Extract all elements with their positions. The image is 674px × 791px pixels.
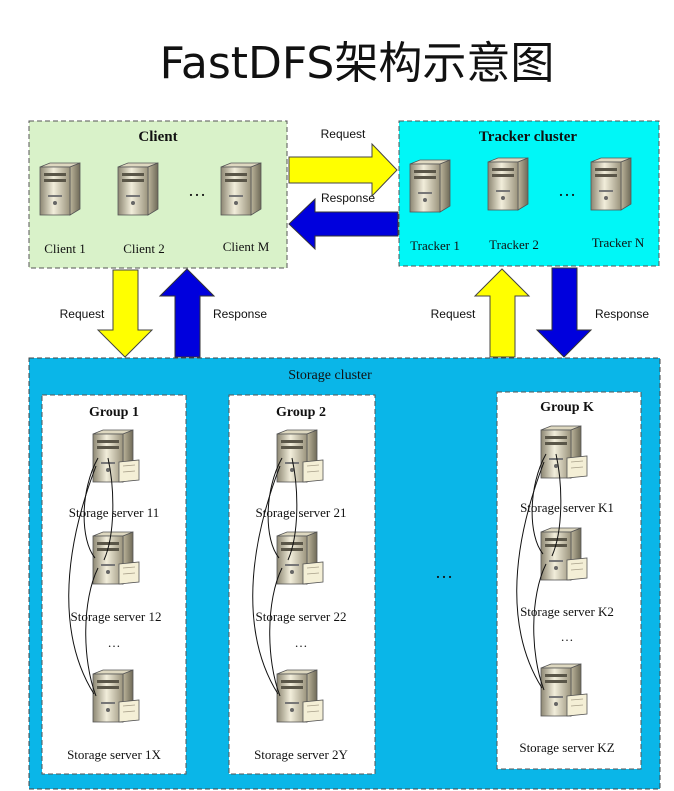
request-arrow-client-to-tracker — [288, 142, 398, 198]
tracker-node-n: Tracker N — [590, 157, 645, 250]
storage-server-label: Storage server 1X — [67, 747, 161, 762]
client-node-label: Client M — [223, 239, 270, 254]
storage-server-label: Storage server 12 — [71, 609, 162, 624]
server-ellipsis: … — [561, 629, 574, 644]
server-icon — [117, 162, 159, 216]
request-arrow-storage-to-tracker — [473, 268, 531, 358]
storage-server-label: Storage server KZ — [519, 740, 614, 755]
tracker-node-label: Tracker 2 — [489, 237, 539, 252]
response-label-storage-to-client: Response — [213, 307, 267, 321]
server-ellipsis: … — [108, 635, 121, 650]
tracker-node-2: Tracker 2 — [487, 157, 539, 252]
storage-group-k: Group K Storage server K1 Storage server… — [496, 391, 642, 770]
storage-server-label: Storage server 22 — [256, 609, 347, 624]
tracker-box: Tracker cluster Tracker 1 Tracker 2 … Tr… — [398, 120, 660, 267]
request-label-client-to-storage: Request — [60, 307, 105, 321]
client-node-m: Client M — [220, 162, 270, 254]
storage-server-icon — [277, 430, 323, 482]
client-node-label: Client 1 — [44, 241, 86, 256]
client-node-1: Client 1 — [39, 162, 86, 256]
storage-server-icon — [541, 528, 587, 580]
server-icon — [39, 162, 81, 216]
group-title: Group K — [540, 400, 594, 415]
storage-server-icon — [93, 532, 139, 584]
tracker-ellipsis: … — [558, 180, 576, 200]
response-arrow-tracker-to-client — [288, 197, 399, 251]
storage-server-icon — [93, 430, 139, 482]
tracker-title: Tracker cluster — [479, 129, 578, 145]
storage-server-label: Storage server 2Y — [254, 747, 348, 762]
request-label-client-to-tracker: Request — [321, 127, 366, 141]
storage-group-2: Group 2 Storage server 21 Storage server… — [228, 394, 376, 775]
client-node-2: Client 2 — [117, 162, 165, 256]
server-icon — [487, 157, 529, 211]
tracker-node-label: Tracker 1 — [410, 238, 460, 253]
storage-server-icon — [277, 532, 323, 584]
storage-server-icon — [541, 664, 587, 716]
client-title: Client — [138, 129, 177, 145]
response-label-tracker-to-storage: Response — [595, 307, 649, 321]
storage-server-icon — [277, 670, 323, 722]
server-icon — [220, 162, 262, 216]
storage-server-label: Storage server 11 — [69, 505, 160, 520]
group-ellipsis: … — [435, 562, 453, 582]
storage-group-1: Group 1 Storage server 11 Storage server… — [41, 394, 187, 775]
diagram-title: FastDFS架构示意图 — [160, 38, 555, 89]
replication-arcs — [252, 457, 298, 697]
request-arrow-client-to-storage — [96, 269, 154, 358]
request-label-storage-to-tracker: Request — [431, 307, 476, 321]
storage-server-icon — [541, 426, 587, 478]
response-arrow-storage-to-client — [158, 268, 216, 358]
storage-server-label: Storage server 21 — [256, 505, 347, 520]
response-arrow-tracker-to-storage — [535, 267, 593, 358]
storage-server-icon — [93, 670, 139, 722]
server-icon — [590, 157, 632, 211]
server-icon — [409, 159, 451, 213]
server-ellipsis: … — [295, 635, 308, 650]
client-box: Client Client 1 Client 2 … Client M — [28, 120, 288, 269]
client-node-label: Client 2 — [123, 241, 165, 256]
tracker-node-1: Tracker 1 — [409, 159, 460, 253]
replication-arcs — [68, 457, 114, 697]
client-ellipsis: … — [188, 180, 206, 200]
group-title: Group 2 — [276, 405, 326, 420]
replication-arcs — [516, 453, 562, 691]
tracker-node-label: Tracker N — [592, 235, 645, 250]
response-label-tracker-to-client: Response — [321, 191, 375, 205]
storage-cluster-title: Storage cluster — [288, 368, 372, 383]
storage-server-label: Storage server K2 — [520, 604, 614, 619]
storage-server-label: Storage server K1 — [520, 500, 614, 515]
group-title: Group 1 — [89, 405, 139, 420]
